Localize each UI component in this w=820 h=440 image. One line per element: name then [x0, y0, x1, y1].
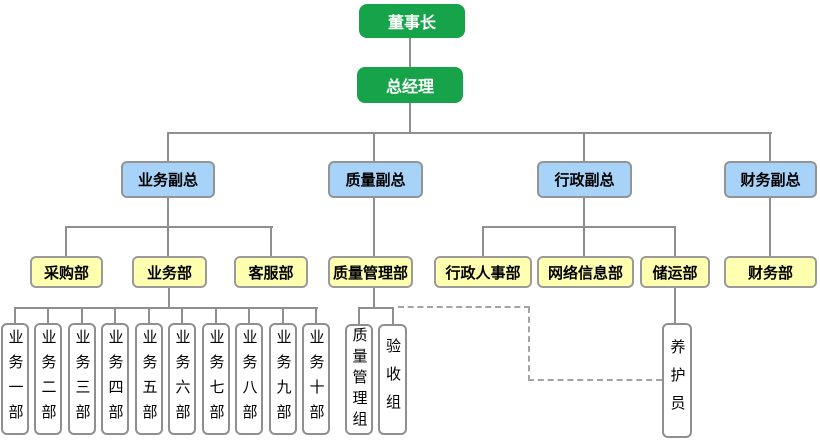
node-unit-business-8: 业务八部 — [235, 323, 263, 435]
node-group-quality-mgmt: 质量管理组 — [345, 324, 373, 435]
node-general-manager: 总经理 — [357, 67, 463, 103]
node-dept-customer-service: 客服部 — [234, 256, 308, 288]
connector — [215, 307, 217, 324]
connector — [65, 226, 273, 228]
node-dept-network-info: 网络信息部 — [537, 256, 634, 288]
node-dept-storage-transport: 储运部 — [640, 256, 710, 288]
node-vp-admin: 行政副总 — [537, 161, 632, 198]
node-unit-business-2: 业务二部 — [34, 323, 62, 435]
connector — [148, 307, 150, 324]
connector — [674, 287, 676, 324]
connector — [81, 307, 83, 324]
node-dept-finance: 财务部 — [724, 256, 817, 288]
connector — [373, 132, 375, 161]
connector — [270, 226, 272, 256]
connector — [674, 226, 676, 256]
node-vp-business: 业务副总 — [121, 161, 215, 198]
connector — [248, 307, 250, 324]
node-unit-business-4: 业务四部 — [101, 323, 129, 435]
node-dept-admin-hr: 行政人事部 — [434, 256, 532, 288]
connector — [409, 102, 411, 133]
node-unit-business-9: 业务九部 — [269, 323, 297, 435]
connector — [583, 132, 585, 161]
node-unit-business-1: 业务一部 — [1, 323, 29, 435]
dashed-connector — [528, 379, 662, 381]
node-unit-business-3: 业务三部 — [68, 323, 96, 435]
connector — [769, 132, 771, 161]
node-unit-business-10: 业务十部 — [302, 323, 330, 435]
connector — [14, 307, 16, 324]
connector — [167, 132, 772, 134]
connector — [114, 307, 116, 324]
node-dept-quality-mgmt: 质量管理部 — [328, 256, 413, 288]
node-group-acceptance: 验收组 — [378, 324, 407, 435]
dashed-connector — [528, 307, 530, 381]
node-unit-business-5: 业务五部 — [135, 323, 163, 435]
connector — [769, 197, 771, 256]
connector — [282, 307, 284, 324]
connector — [358, 307, 394, 309]
node-dept-business: 业务部 — [132, 256, 207, 288]
node-vp-quality: 质量副总 — [328, 161, 423, 198]
node-chairman: 董事长 — [359, 4, 465, 38]
node-dept-purchasing: 采购部 — [30, 256, 103, 288]
connector — [181, 307, 183, 324]
connector — [373, 287, 375, 308]
node-staff-maintenance: 养护员 — [662, 323, 692, 438]
connector — [358, 307, 360, 325]
connector — [315, 307, 317, 324]
dashed-connector — [398, 306, 530, 308]
connector — [482, 226, 676, 228]
connector — [482, 226, 484, 256]
connector — [167, 132, 169, 161]
connector — [168, 287, 170, 308]
connector — [409, 38, 411, 68]
node-unit-business-6: 业务六部 — [168, 323, 196, 435]
connector — [373, 197, 375, 256]
connector — [392, 307, 394, 325]
connector — [14, 307, 318, 309]
connector — [65, 226, 67, 256]
node-unit-business-7: 业务七部 — [202, 323, 230, 435]
node-vp-finance: 财务副总 — [724, 161, 817, 198]
connector — [47, 307, 49, 324]
